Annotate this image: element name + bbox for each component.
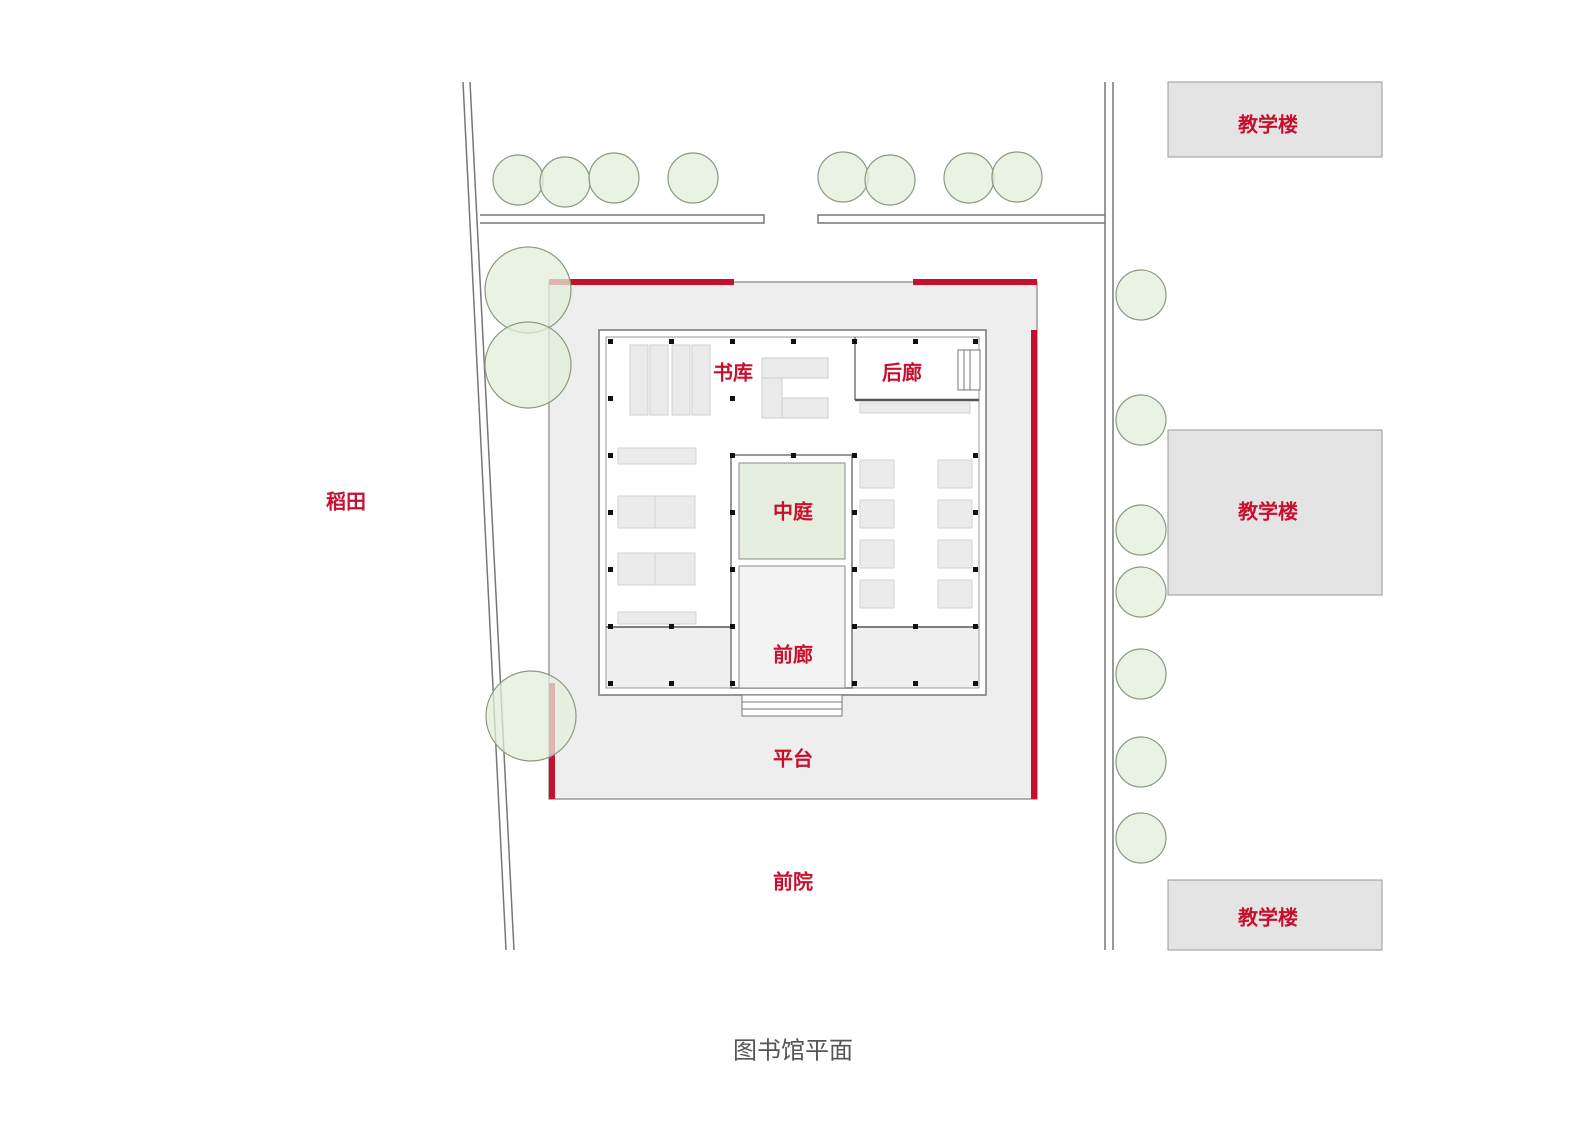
tree-icon (1115, 566, 1167, 618)
tree-icon (1115, 269, 1167, 321)
path-north-right (817, 214, 1105, 224)
tree-icon (667, 152, 719, 204)
label-paddy-field: 稻田 (326, 489, 366, 514)
teaching-building-2 (1167, 429, 1383, 596)
front-corridor-west-paving (605, 626, 736, 689)
tree-icon (484, 321, 572, 409)
tree-icon (588, 152, 640, 204)
path-north-left (480, 214, 765, 224)
reading-tables (617, 402, 973, 625)
back-steps (957, 349, 981, 391)
tree-icon (484, 246, 572, 334)
tree-icon (1115, 648, 1167, 700)
teaching-buildings (1167, 81, 1383, 951)
columns (608, 339, 978, 686)
tree-icon (817, 151, 869, 203)
tree-icon (943, 152, 995, 204)
label-front-corridor: 前廊 (773, 642, 813, 667)
teaching-building-1 (1167, 81, 1383, 158)
red-wall-north-right (913, 279, 1037, 285)
trees (484, 151, 1167, 864)
label-courtyard: 中庭 (773, 499, 813, 524)
label-teaching-building-2: 教学楼 (1238, 499, 1298, 524)
label-teaching-building-1: 教学楼 (1238, 112, 1298, 137)
tree-icon (485, 670, 577, 762)
teaching-building-3 (1167, 879, 1383, 951)
tree-icon (492, 154, 544, 206)
road-left-outer (469, 81, 515, 951)
figure-caption: 图书馆平面 (733, 1036, 853, 1065)
entry-steps (741, 694, 843, 717)
tree-icon (1115, 504, 1167, 556)
label-teaching-building-3: 教学楼 (1238, 905, 1298, 930)
roads (462, 81, 1114, 951)
tree-icon (1115, 394, 1167, 446)
book-stacks (629, 344, 829, 419)
red-wall-north-left (549, 279, 734, 285)
tree-icon (1115, 736, 1167, 788)
label-front-yard: 前院 (773, 869, 813, 894)
tree-icon (539, 156, 591, 208)
front-corridor-floor (738, 565, 846, 689)
tree-icon (1115, 812, 1167, 864)
tree-icon (864, 154, 916, 206)
label-platform: 平台 (773, 746, 813, 771)
courtyard-garden (738, 462, 846, 560)
road-left-inner (462, 81, 507, 951)
label-back-corridor: 后廊 (882, 360, 922, 385)
label-book-stacks: 书库 (713, 360, 753, 385)
front-corridor-east-paving (849, 626, 980, 689)
red-wall-east (1031, 330, 1037, 799)
tree-icon (991, 151, 1043, 203)
